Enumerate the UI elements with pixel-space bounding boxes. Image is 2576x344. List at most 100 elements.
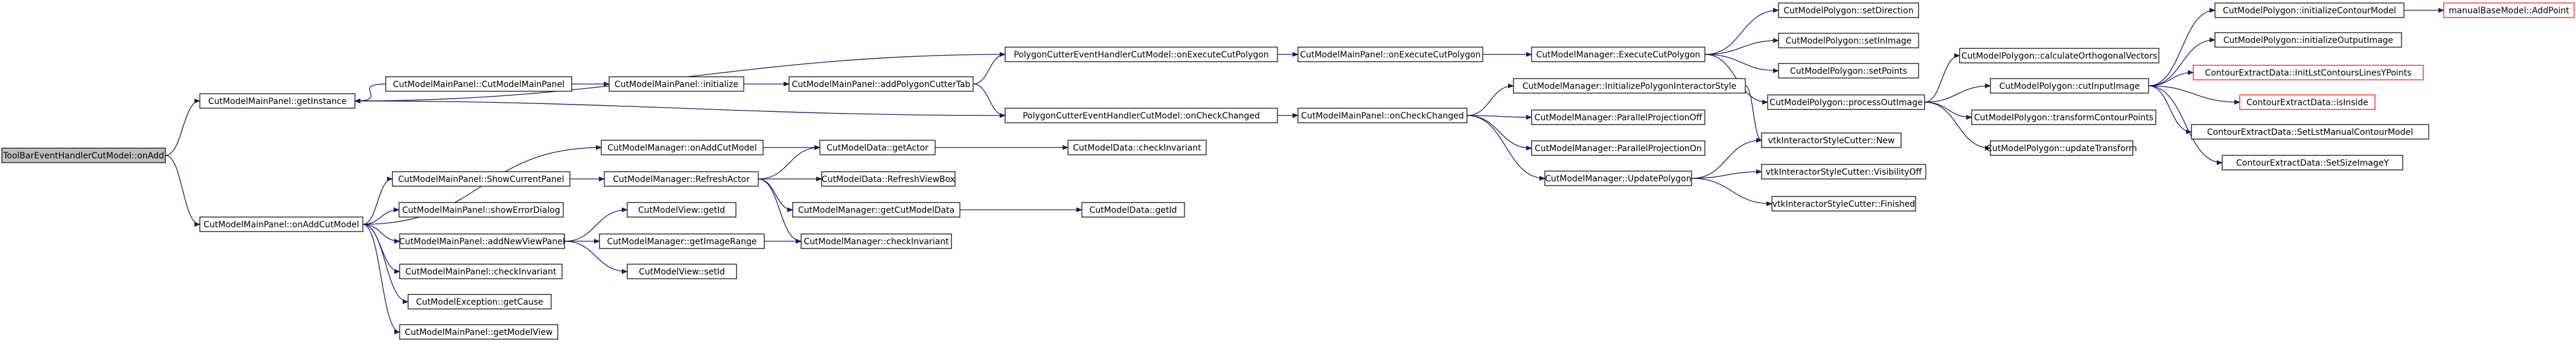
node-cutmodeldata-checkinvariant[interactable]: CutModelData::checkInvariant — [1067, 140, 1207, 155]
node-cutmodelpolygon-setpoints[interactable]: CutModelPolygon::setPoints — [1778, 63, 1919, 79]
node-contourextractdata-setlstmanualcontourmodel[interactable]: ContourExtractData::SetLstManualContourM… — [2191, 124, 2429, 140]
node-contourextractdata-setsizeimagey[interactable]: ContourExtractData::SetSizeImageY — [2222, 155, 2403, 170]
edge-n29-to-n32 — [1691, 178, 1772, 206]
node-label: CutModelException::getCause — [416, 297, 543, 307]
node-polygoncuttereventhandlercutmodel-oncheckchanged[interactable]: PolygonCutterEventHandlerCutModel::onChe… — [1005, 108, 1278, 123]
node-cutmodelmanager-checkinvariant[interactable]: CutModelManager::checkInvariant — [801, 233, 952, 249]
node-cutmodelpolygon-processoutimage[interactable]: CutModelPolygon::processOutImage — [1767, 94, 1925, 110]
node-cutmodelmanager-parallelprojectionoff[interactable]: CutModelManager::ParallelProjectionOff — [1531, 109, 1705, 125]
edge-n40-to-n46 — [758, 178, 793, 212]
node-cutmodelmanager-getcutmodeldata[interactable]: CutModelManager::getCutModelData — [792, 202, 960, 218]
node-label: CutModelMainPanel::showErrorDialog — [402, 206, 560, 215]
node-label: CutModelManager::InitializePolygonIntera… — [1523, 82, 1736, 91]
node-label: CutModelManager::ParallelProjectionOn — [1535, 144, 1702, 154]
node-toolbareventhandlercutmodel-onadd[interactable]: ToolBarEventHandlerCutModel::onAdd — [1, 148, 166, 163]
node-cutmodelmainpanel-checkinvariant[interactable]: CutModelMainPanel::checkInvariant — [399, 264, 563, 279]
node-vtkinteractorstylecutter-new[interactable]: vtkInteractorStyleCutter::New — [1761, 132, 1902, 148]
node-label: ContourExtractData::isInside — [2246, 98, 2368, 108]
node-cutmodelmainpanel-getmodelview[interactable]: CutModelMainPanel::getModelView — [399, 324, 558, 340]
node-label: CutModelPolygon::setInImage — [1786, 36, 1912, 46]
node-cutmodelmainpanel-onexecutecutpolygon[interactable]: CutModelMainPanel::onExecuteCutPolygon — [1297, 47, 1483, 62]
node-box — [2222, 155, 2403, 170]
node-cutmodelmanager-onaddcutmodel[interactable]: CutModelManager::onAddCutModel — [601, 140, 764, 155]
node-cutmodelpolygon-transformcontourpoints[interactable]: CutModelPolygon::transformContourPoints — [1971, 109, 2156, 125]
node-cutmodelexception-getcause[interactable]: CutModelException::getCause — [407, 294, 552, 310]
node-box — [1297, 108, 1468, 123]
node-box — [1081, 202, 1185, 218]
node-cutmodelmainpanel-oncheckchanged[interactable]: CutModelMainPanel::onCheckChanged — [1297, 108, 1468, 123]
node-label: CutModelPolygon::calculateOrthogonalVect… — [1961, 51, 2157, 61]
node-contourextractdata-initlstcontourslinesypoints[interactable]: ContourExtractData::InitLstContoursLines… — [2193, 65, 2424, 80]
node-cutmodelpolygon-calculateorthogonalvectors[interactable]: CutModelPolygon::calculateOrthogonalVect… — [1959, 48, 2159, 63]
node-cutmodeldata-getid[interactable]: CutModelData::getId — [1081, 202, 1185, 218]
node-box — [1990, 140, 2133, 156]
node-cutmodelmainpanel-getinstance[interactable]: CutModelMainPanel::getInstance — [199, 93, 356, 109]
node-vtkinteractorstylecutter-finished[interactable]: vtkInteractorStyleCutter::Finished — [1771, 196, 1916, 212]
node-cutmodelpolygon-initializeoutputimage[interactable]: CutModelPolygon::initializeOutputImage — [2214, 32, 2402, 48]
node-box — [627, 202, 737, 218]
node-label: CutModelMainPanel::onCheckChanged — [1301, 111, 1464, 121]
node-box — [1761, 164, 1926, 180]
node-cutmodelmanager-executecutpolygon[interactable]: CutModelManager::ExecuteCutPolygon — [1531, 47, 1705, 62]
node-cutmodelmanager-updatepolygon[interactable]: CutModelManager::UpdatePolygon — [1544, 170, 1692, 186]
edge-n16-to-n21 — [2148, 37, 2216, 86]
node-box — [1005, 108, 1278, 123]
node-box — [1971, 109, 2156, 125]
edge-n5-to-n6 — [973, 52, 1006, 85]
node-cutmodelpolygon-updatetransform[interactable]: CutModelPolygon::updateTransform — [1986, 140, 2137, 156]
edge-n2-to-n34 — [362, 177, 393, 225]
edge-n0-to-n2 — [165, 155, 200, 227]
node-cutmodelmainpanel-addnewviewpanel[interactable]: CutModelMainPanel::addNewViewPanel — [399, 233, 565, 249]
node-label: CutModelMainPanel::checkInvariant — [405, 267, 557, 277]
node-cutmodelmanager-parallelprojectionon[interactable]: CutModelManager::ParallelProjectionOn — [1531, 140, 1705, 156]
node-label: CutModelManager::checkInvariant — [804, 237, 949, 247]
node-box — [199, 93, 356, 109]
node-label: vtkInteractorStyleCutter::VisibilityOff — [1766, 167, 1922, 177]
node-box — [1531, 109, 1705, 125]
node-box — [627, 264, 737, 279]
node-cutmodeldata-refreshviewbox[interactable]: CutModelData::RefreshViewBox — [821, 171, 956, 187]
node-cutmodelmainpanel-addpolygoncuttertab[interactable]: CutModelMainPanel::addPolygonCutterTab — [788, 76, 974, 92]
node-box — [399, 233, 565, 249]
node-cutmodelmainpanel-initialize[interactable]: CutModelMainPanel::initialize — [609, 76, 744, 92]
node-cutmodelview-getid[interactable]: CutModelView::getId — [627, 202, 737, 218]
edge-n0-to-n1 — [165, 99, 200, 156]
node-label: CutModelView::getId — [638, 206, 725, 215]
edge-n10-to-n11 — [1704, 8, 1779, 55]
node-label: CutModelMainPanel::addPolygonCutterTab — [792, 80, 971, 89]
node-cutmodelpolygon-setdirection[interactable]: CutModelPolygon::setDirection — [1778, 2, 1919, 18]
node-contourextractdata-isinside[interactable]: ContourExtractData::isInside — [2239, 94, 2376, 110]
node-cutmodelmanager-refreshactor[interactable]: CutModelManager::RefreshActor — [604, 171, 759, 187]
node-box — [1513, 78, 1746, 94]
node-label: vtkInteractorStyleCutter::Finished — [1772, 200, 1916, 209]
node-label: CutModelMainPanel::ShowCurrentPanel — [398, 175, 564, 184]
node-label: PolygonCutterEventHandlerCutModel::onExe… — [1014, 50, 1268, 60]
node-cutmodelview-setid[interactable]: CutModelView::setId — [627, 264, 737, 279]
node-cutmodelpolygon-setinimage[interactable]: CutModelPolygon::setInImage — [1778, 33, 1919, 48]
edge-n2-to-n39 — [362, 224, 400, 334]
node-label: PolygonCutterEventHandlerCutModel::onChe… — [1023, 111, 1260, 121]
node-box — [1990, 78, 2149, 94]
node-box — [1771, 196, 1916, 212]
node-cutmodelpolygon-initializecontourmodel[interactable]: CutModelPolygon::initializeContourModel — [2214, 2, 2405, 18]
node-vtkinteractorstylecutter-visibilityoff[interactable]: vtkInteractorStyleCutter::VisibilityOff — [1761, 164, 1926, 180]
edge-n40-to-n44 — [758, 145, 820, 180]
node-manualbasemodel-addpoint[interactable]: manualBaseModel::AddPoint — [2443, 2, 2575, 18]
node-cutmodelpolygon-cutinputimage[interactable]: CutModelPolygon::cutInputImage — [1990, 78, 2149, 94]
node-box — [1778, 63, 1919, 79]
node-cutmodeldata-getactor[interactable]: CutModelData::getActor — [819, 140, 936, 155]
node-cutmodelmanager-initializepolygoninteractorstyle[interactable]: CutModelManager::InitializePolygonIntera… — [1513, 78, 1746, 94]
node-cutmodelmainpanel-showerrordialog[interactable]: CutModelMainPanel::showErrorDialog — [398, 202, 564, 218]
node-label: CutModelData::RefreshViewBox — [822, 175, 955, 184]
edge-n9-to-n26 — [1466, 83, 1514, 116]
edge-n9-to-n29 — [1466, 115, 1545, 181]
node-polygoncuttereventhandlercutmodel-onexecutecutpolygon[interactable]: PolygonCutterEventHandlerCutModel::onExe… — [1005, 47, 1278, 62]
node-box — [601, 140, 764, 155]
node-box — [398, 202, 564, 218]
node-box — [199, 216, 363, 232]
node-cutmodelmainpanel-cutmodelmainpanel[interactable]: CutModelMainPanel::CutModelMainPanel — [385, 76, 572, 92]
node-cutmodelmanager-getimagerange[interactable]: CutModelManager::getImageRange — [599, 233, 765, 249]
node-box — [1778, 2, 1919, 18]
node-cutmodelmainpanel-onaddcutmodel[interactable]: CutModelMainPanel::onAddCutModel — [199, 216, 363, 232]
node-cutmodelmainpanel-showcurrentpanel[interactable]: CutModelMainPanel::ShowCurrentPanel — [392, 171, 570, 187]
